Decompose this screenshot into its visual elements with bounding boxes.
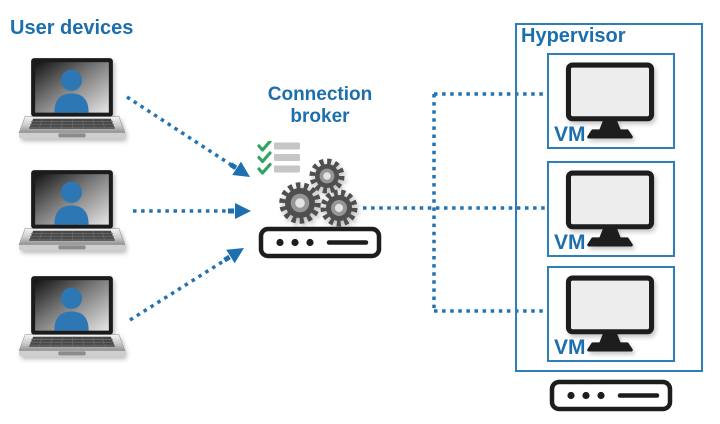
- hypervisor-server-icon: [549, 379, 673, 413]
- vm-box: VM: [547, 266, 675, 362]
- checklist-icon: [257, 141, 300, 175]
- arrowheads: [223, 161, 251, 264]
- connection-broker-server-icon: [257, 226, 383, 260]
- vm-label: VM: [554, 123, 586, 146]
- vm-label: VM: [554, 231, 586, 254]
- vm-box: VM: [547, 53, 675, 149]
- connection-broker-label: Connection broker: [267, 84, 373, 127]
- hypervisor-label: Hypervisor: [521, 25, 626, 47]
- gears-icon: [279, 158, 358, 227]
- dotted-arrow-line: [126, 95, 237, 170]
- vm-box: VM: [547, 161, 675, 257]
- dotted-arrow-line: [129, 255, 231, 322]
- hypervisor-box: [515, 23, 703, 372]
- user-devices-label: User devices: [10, 17, 134, 39]
- vm-label: VM: [554, 336, 586, 359]
